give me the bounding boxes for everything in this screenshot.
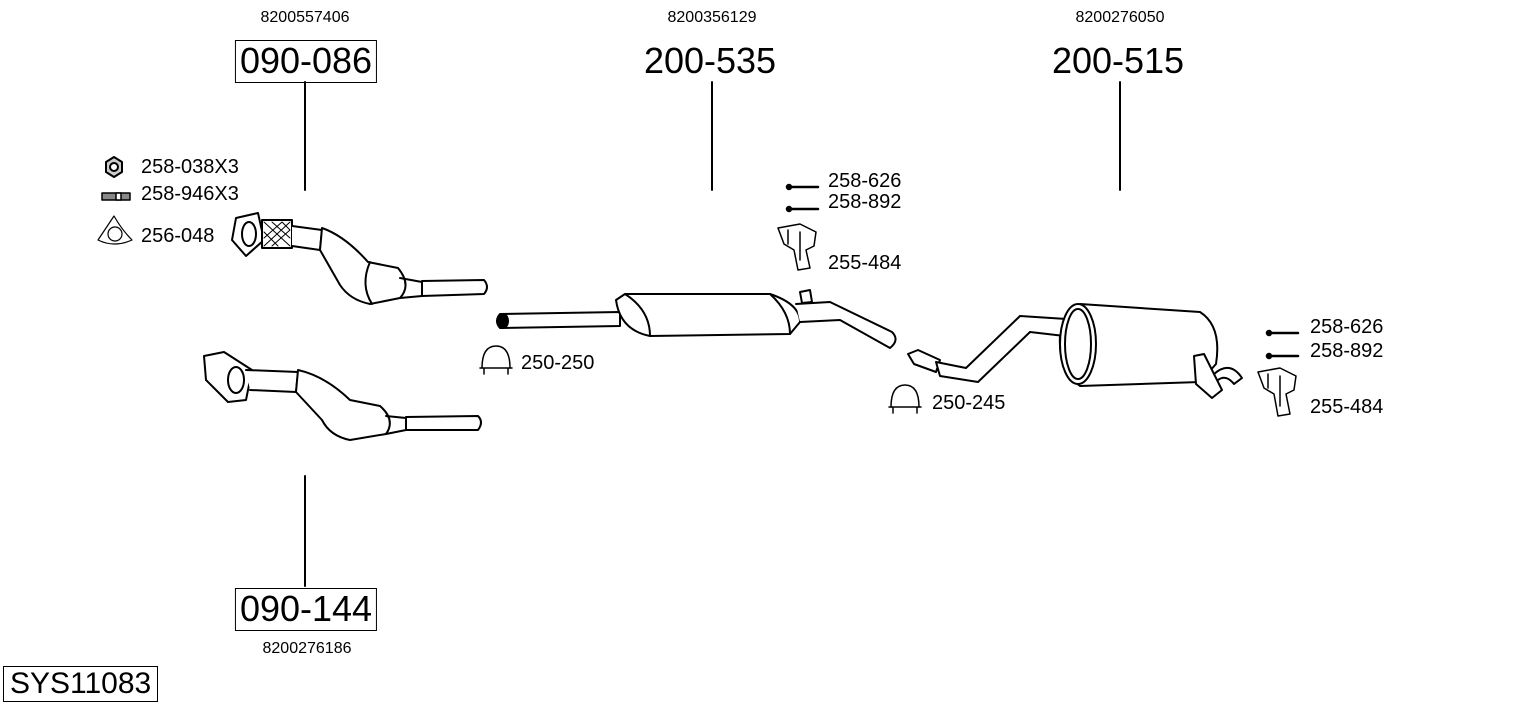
part-number-label[interactable]: 200-515	[1051, 40, 1185, 81]
oem-number: 8200276186	[262, 640, 352, 657]
accessory-label[interactable]: 258-038X3	[141, 156, 239, 178]
accessory-label[interactable]: 258-626	[1310, 316, 1384, 338]
accessory-label[interactable]: 258-946X3	[141, 183, 239, 205]
catalyst-090-144	[203, 351, 482, 441]
clamp-icon	[888, 384, 922, 414]
accessory-label[interactable]: 258-626	[828, 170, 902, 192]
accessory-label[interactable]: 258-892	[1310, 340, 1384, 362]
hanger-icon	[1257, 367, 1297, 417]
stud-icon	[101, 192, 131, 201]
part-number-label[interactable]: 090-086	[234, 40, 378, 83]
accessory-label[interactable]: 256-048	[141, 225, 215, 247]
clamp-icon	[479, 345, 513, 375]
accessory-label[interactable]: 250-245	[932, 392, 1006, 414]
oem-number: 8200276050	[1075, 9, 1165, 26]
accessory-label[interactable]: 255-484	[828, 252, 902, 274]
oem-number: 8200356129	[667, 9, 757, 26]
system-id: SYS11083	[3, 666, 159, 702]
hanger-icon	[777, 223, 817, 271]
rear-silencer-200-515	[907, 303, 1243, 399]
accessory-label[interactable]: 250-250	[521, 352, 595, 374]
gasket-icon	[97, 215, 133, 245]
oem-number: 8200557406	[260, 9, 350, 26]
accessory-label[interactable]: 255-484	[1310, 396, 1384, 418]
part-number-label[interactable]: 090-144	[234, 588, 378, 631]
accessory-label[interactable]: 258-892	[828, 191, 902, 213]
bolt-icon	[785, 183, 1300, 360]
part-number-label[interactable]: 200-535	[643, 40, 777, 81]
middle-silencer-200-535	[496, 289, 897, 349]
nut-icon	[105, 156, 123, 178]
catalyst-090-086	[231, 212, 488, 305]
